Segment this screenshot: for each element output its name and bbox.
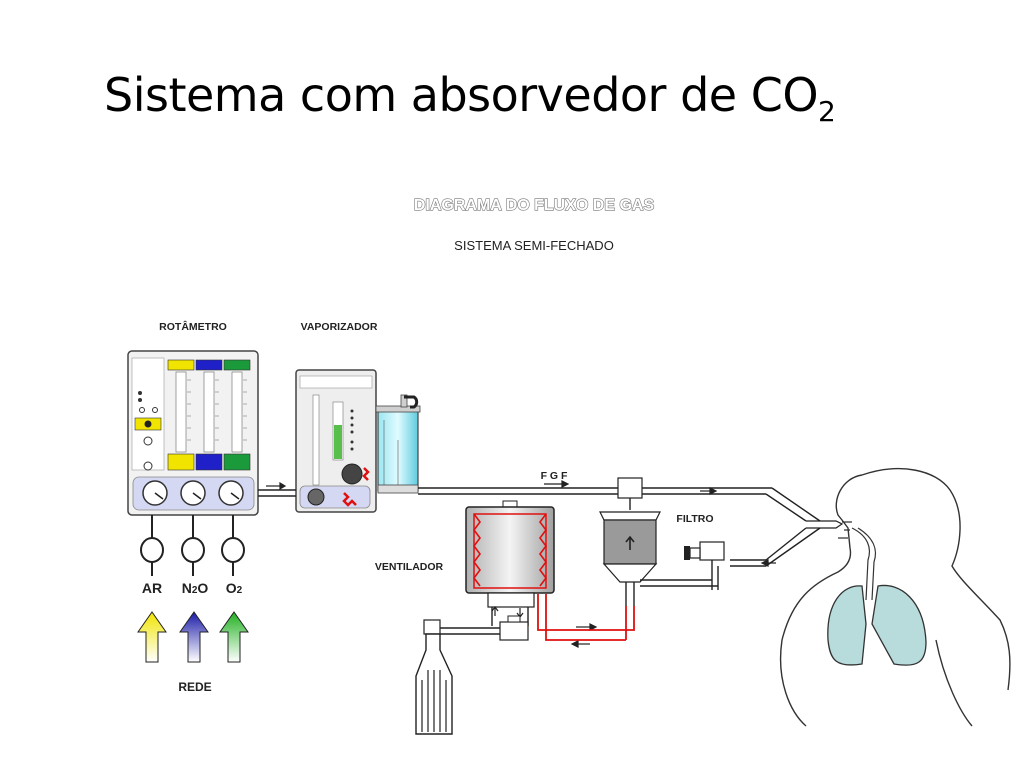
supply-arrow-ar: [137, 611, 167, 663]
gas-label-o2: O2: [226, 580, 243, 596]
vaporizer-unit: [295, 369, 377, 513]
supply-arrow-n2o: [179, 611, 209, 663]
co2-absorber: [599, 477, 725, 606]
slide-title-subscript: 2: [818, 95, 836, 128]
rotametro-label: ROTÂMETRO: [159, 320, 227, 333]
gas-label-n2o: N2O: [182, 580, 209, 596]
supply-arrow-o2: [219, 611, 249, 663]
y-piece-connector: [806, 520, 844, 529]
fresh-gas-pipe: [258, 487, 821, 567]
rotameter-unit: [127, 350, 259, 516]
flow-arrows: [266, 480, 776, 648]
reservoir-bag: [415, 619, 453, 735]
slide-title-text: Sistema com absorvedor de CO: [104, 68, 819, 122]
patient-figure: [779, 468, 1011, 727]
ventilador-label: VENTILADOR: [375, 561, 444, 573]
diagram-heading: DIAGRAMA DO FLUXO DE GAS: [414, 197, 655, 214]
ventilator-valve-block: [440, 615, 529, 641]
gas-label-ar: AR: [142, 580, 162, 596]
slide-title: Sistema com absorvedor de CO2: [104, 68, 836, 128]
gas-inlets: [140, 515, 245, 576]
ventilator-bellows: [465, 500, 555, 626]
rede-label: REDE: [178, 680, 211, 694]
fgf-label: F G F: [541, 470, 568, 482]
pressure-gauge-n2o: [180, 480, 206, 506]
diagram-subheading: SISTEMA SEMI-FECHADO: [454, 238, 614, 253]
pressure-gauge-ar: [142, 480, 168, 506]
lungs-icon: [827, 584, 927, 666]
pressure-gauge-o2: [218, 480, 244, 506]
filtro-label: FILTRO: [676, 513, 713, 525]
breathing-circuit-red: [537, 594, 635, 641]
reservoir-canister: [375, 394, 421, 494]
vaporizador-label: VAPORIZADOR: [301, 321, 378, 333]
